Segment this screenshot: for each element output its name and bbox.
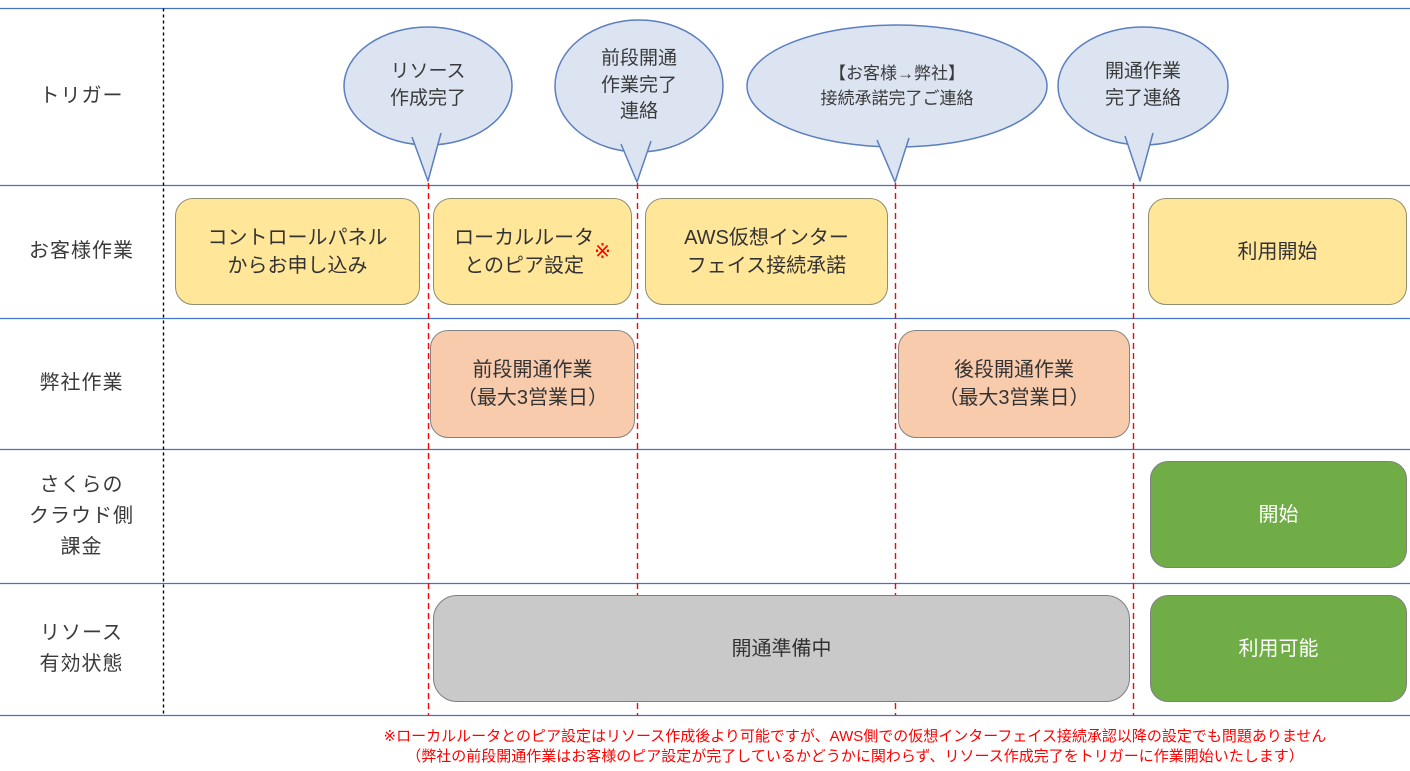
- footnote-line-1: ※ローカルルータとのピア設定はリソース作成後より可能ですが、AWS側での仮想イン…: [383, 728, 1327, 745]
- trigger-bubble-label: 前段開通 作業完了 連絡: [600, 48, 677, 123]
- footnote-line-2: （弊社の前段開通作業はお客様のピア設定が完了しているかどうかに関わらず、リソース…: [406, 748, 1304, 765]
- task-box-front-provisioning: 前段開通作業 （最大3営業日）: [430, 330, 635, 438]
- row-label-trigger: トリガー: [39, 85, 124, 107]
- trigger-bubble-tail: [620, 140, 652, 183]
- task-box-control-panel-application: コントロールパネル からお申し込み: [175, 198, 420, 305]
- task-box-rear-provisioning: 後段開通作業 （最大3営業日）: [898, 330, 1130, 438]
- trigger-bubble-label: リソース 作成完了: [389, 61, 466, 109]
- trigger-bubble-label: 【お客様→弊社】 接続承諾完了ご連絡: [820, 63, 974, 109]
- resource-available-box: 利用可能: [1150, 595, 1407, 702]
- row-label-resource-state: リソース 有効状態: [39, 622, 124, 675]
- billing-start-box: 開始: [1150, 461, 1407, 568]
- footnote-reference-mark: ※: [594, 240, 611, 263]
- task-box-peer-setting-text: ローカルルータ とのピア設定: [454, 226, 595, 277]
- trigger-bubble-tail: [1124, 132, 1154, 182]
- footnote: ※ローカルルータとのピア設定はリソース作成後より可能ですが、AWS側での仮想イン…: [300, 727, 1410, 767]
- task-box-aws-vif-approval: AWS仮想インター フェイス接続承諾: [645, 198, 888, 305]
- trigger-bubble-label: 開通作業 完了連絡: [1104, 61, 1181, 109]
- trigger-bubble-tail: [411, 132, 442, 182]
- resource-preparing-box: 開通準備中: [433, 595, 1130, 702]
- row-label-billing: さくらの クラウド側 課金: [29, 473, 134, 558]
- trigger-bubble-tail: [876, 137, 910, 183]
- row-label-customer-tasks: お客様作業: [29, 240, 134, 262]
- row-label-company-tasks: 弊社作業: [39, 372, 124, 394]
- task-box-peer-setting: ローカルルータ とのピア設定※: [433, 198, 632, 305]
- task-box-service-start: 利用開始: [1148, 198, 1407, 305]
